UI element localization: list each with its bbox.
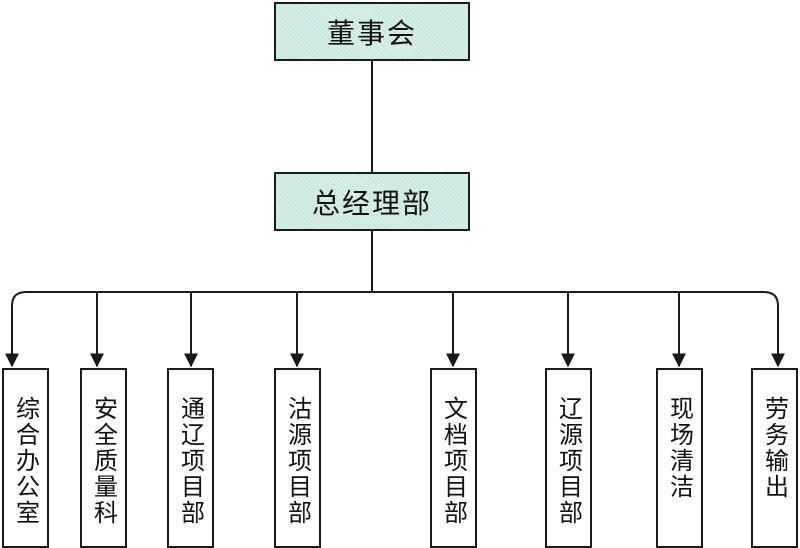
general-manager-box: 总经理部	[274, 172, 470, 231]
dept-label: 现场清洁	[665, 396, 694, 500]
dept-label: 沽源项目部	[283, 396, 312, 526]
dept-box-safety-quality: 安全质量科	[80, 368, 127, 548]
dept-box-liaoyuan-project: 辽源项目部	[545, 368, 592, 548]
board-box: 董事会	[274, 2, 470, 61]
dept-label: 通辽项目部	[176, 396, 205, 526]
general-manager-label: 总经理部	[311, 186, 432, 220]
dept-box-site-cleaning: 现场清洁	[656, 368, 703, 548]
dept-label: 劳务输出	[760, 396, 789, 500]
dept-box-wendang-project: 文档项目部	[430, 368, 477, 548]
dept-label: 辽源项目部	[554, 396, 583, 526]
dept-label: 综合办公室	[11, 396, 40, 526]
dept-label: 文档项目部	[439, 396, 468, 526]
dept-box-guyuan-project: 沽源项目部	[274, 368, 321, 548]
dept-box-tongliao-project: 通辽项目部	[167, 368, 214, 548]
dept-label: 安全质量科	[89, 396, 118, 526]
distribution-bus	[11, 291, 785, 368]
dept-box-labor-export: 劳务输出	[751, 368, 798, 548]
dept-box-general-office: 综合办公室	[2, 368, 49, 548]
board-label: 董事会	[326, 16, 417, 50]
